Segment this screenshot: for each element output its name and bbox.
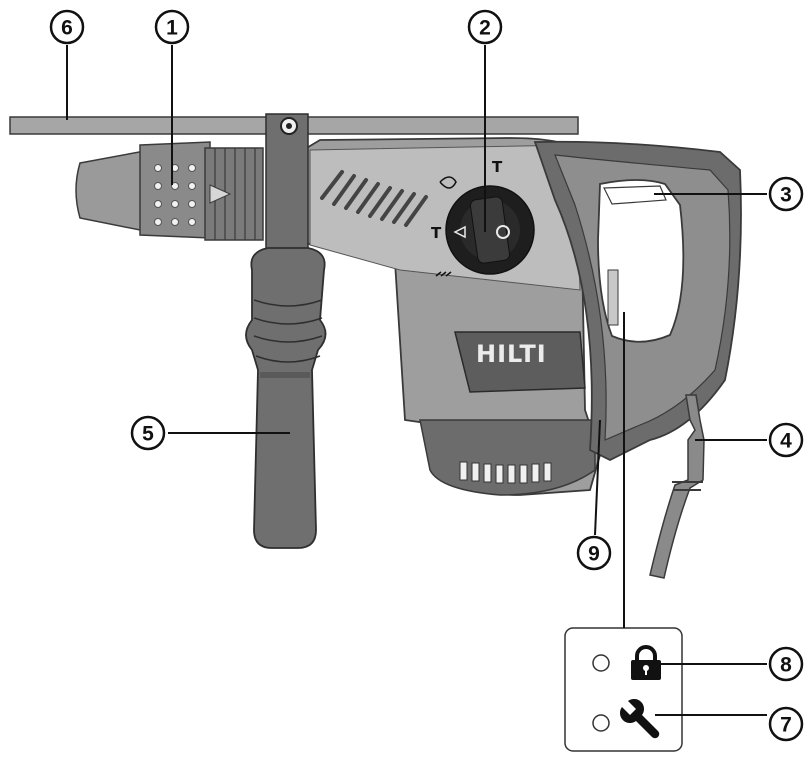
lock-icon — [631, 645, 661, 680]
rear-handle — [533, 140, 742, 462]
supply-cord — [649, 394, 705, 579]
lock-indicator-lamp — [592, 654, 610, 672]
callout-1: 1 — [154, 9, 190, 45]
callout-6: 6 — [49, 9, 85, 45]
rotation-icon — [439, 176, 457, 189]
callout-5: 5 — [130, 415, 166, 451]
leader-lines — [66, 45, 767, 716]
callout-3: 3 — [768, 176, 804, 212]
svg-text:9: 9 — [588, 543, 600, 566]
svg-text:3: 3 — [780, 184, 792, 207]
svg-text:1: 1 — [166, 17, 178, 40]
callout-7: 7 — [768, 706, 804, 742]
control-switch — [603, 185, 667, 205]
brand-logo: HILTI — [476, 340, 547, 368]
brand-plate: HILTI — [454, 331, 586, 393]
function-selector-switch: T T — [431, 158, 535, 277]
wrench-indicator-lamp — [592, 714, 610, 732]
callout-8: 8 — [768, 646, 804, 682]
callout-2: 2 — [467, 9, 503, 45]
indicator-panel — [564, 627, 683, 752]
svg-text:6: 6 — [61, 17, 73, 40]
leader-9 — [594, 419, 601, 536]
chisel-mode-mark: T — [492, 158, 503, 176]
wrench-icon — [620, 698, 660, 739]
svg-text:2: 2 — [479, 17, 491, 40]
handle-indicator-window — [607, 269, 619, 326]
hammer-impact-icon — [435, 271, 452, 277]
svg-text:5: 5 — [142, 423, 154, 446]
svg-text:7: 7 — [780, 714, 792, 737]
callout-4: 4 — [768, 422, 804, 458]
callout-9: 9 — [576, 535, 612, 571]
svg-text:4: 4 — [780, 430, 792, 453]
svg-text:8: 8 — [780, 654, 792, 677]
hammer-mode-mark: T — [431, 224, 442, 242]
chuck — [75, 141, 264, 241]
side-handle — [245, 113, 327, 549]
